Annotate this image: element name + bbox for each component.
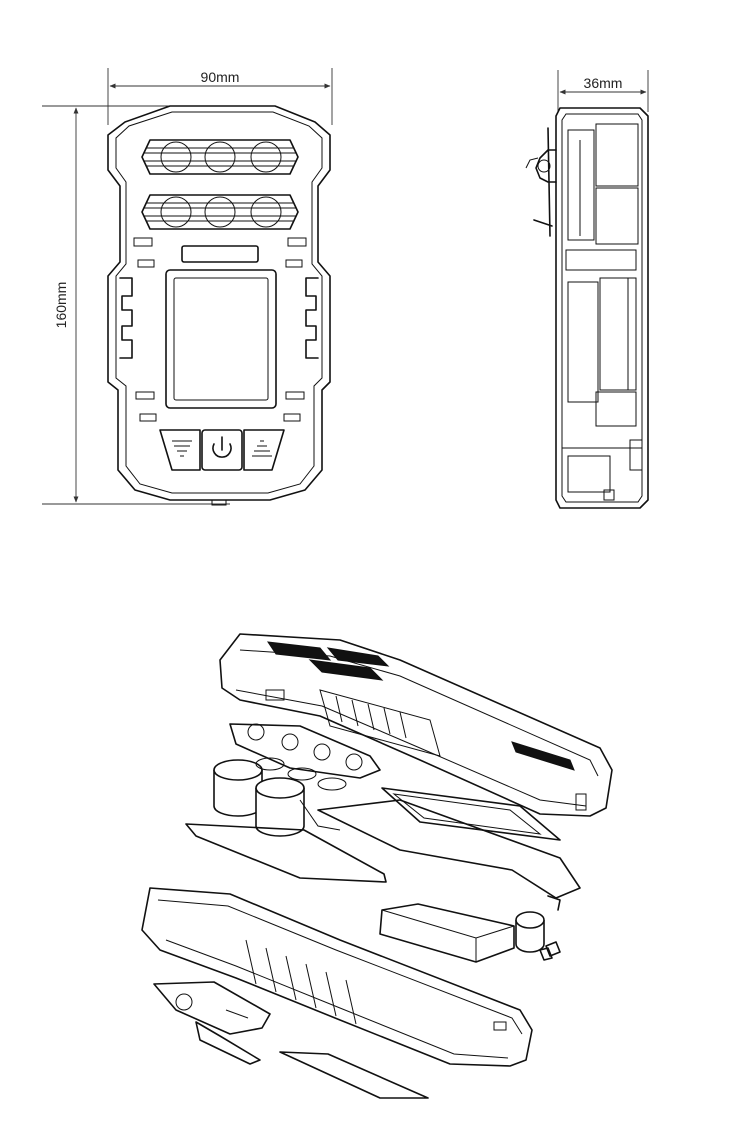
width-dimension: 90mm <box>107 68 333 125</box>
device-side <box>525 107 649 509</box>
height-dimension: 160mm <box>42 105 230 505</box>
display-screen <box>165 269 277 409</box>
sensor-cylinders <box>213 757 347 837</box>
height-label: 160mm <box>53 282 69 329</box>
sensor-grille-lower <box>141 194 299 230</box>
depth-label: 36mm <box>584 75 623 91</box>
front-view: 90mm 160mm <box>42 68 333 506</box>
front-housing <box>219 633 613 817</box>
width-label: 90mm <box>201 69 240 85</box>
exploded-view <box>141 633 613 1099</box>
device-front <box>107 105 331 506</box>
belt-clip-exploded <box>153 981 271 1065</box>
power-icon <box>212 436 232 458</box>
sensor-plate <box>229 723 381 779</box>
rear-housing <box>141 887 533 1067</box>
label-plate <box>279 1051 429 1099</box>
depth-dimension: 36mm <box>557 70 649 112</box>
keypad <box>159 429 285 471</box>
battery-pack <box>379 895 561 963</box>
pcb-board <box>185 787 581 899</box>
sensor-grille-upper <box>141 139 299 175</box>
side-view: 36mm <box>525 70 649 509</box>
belt-clip <box>525 127 557 237</box>
